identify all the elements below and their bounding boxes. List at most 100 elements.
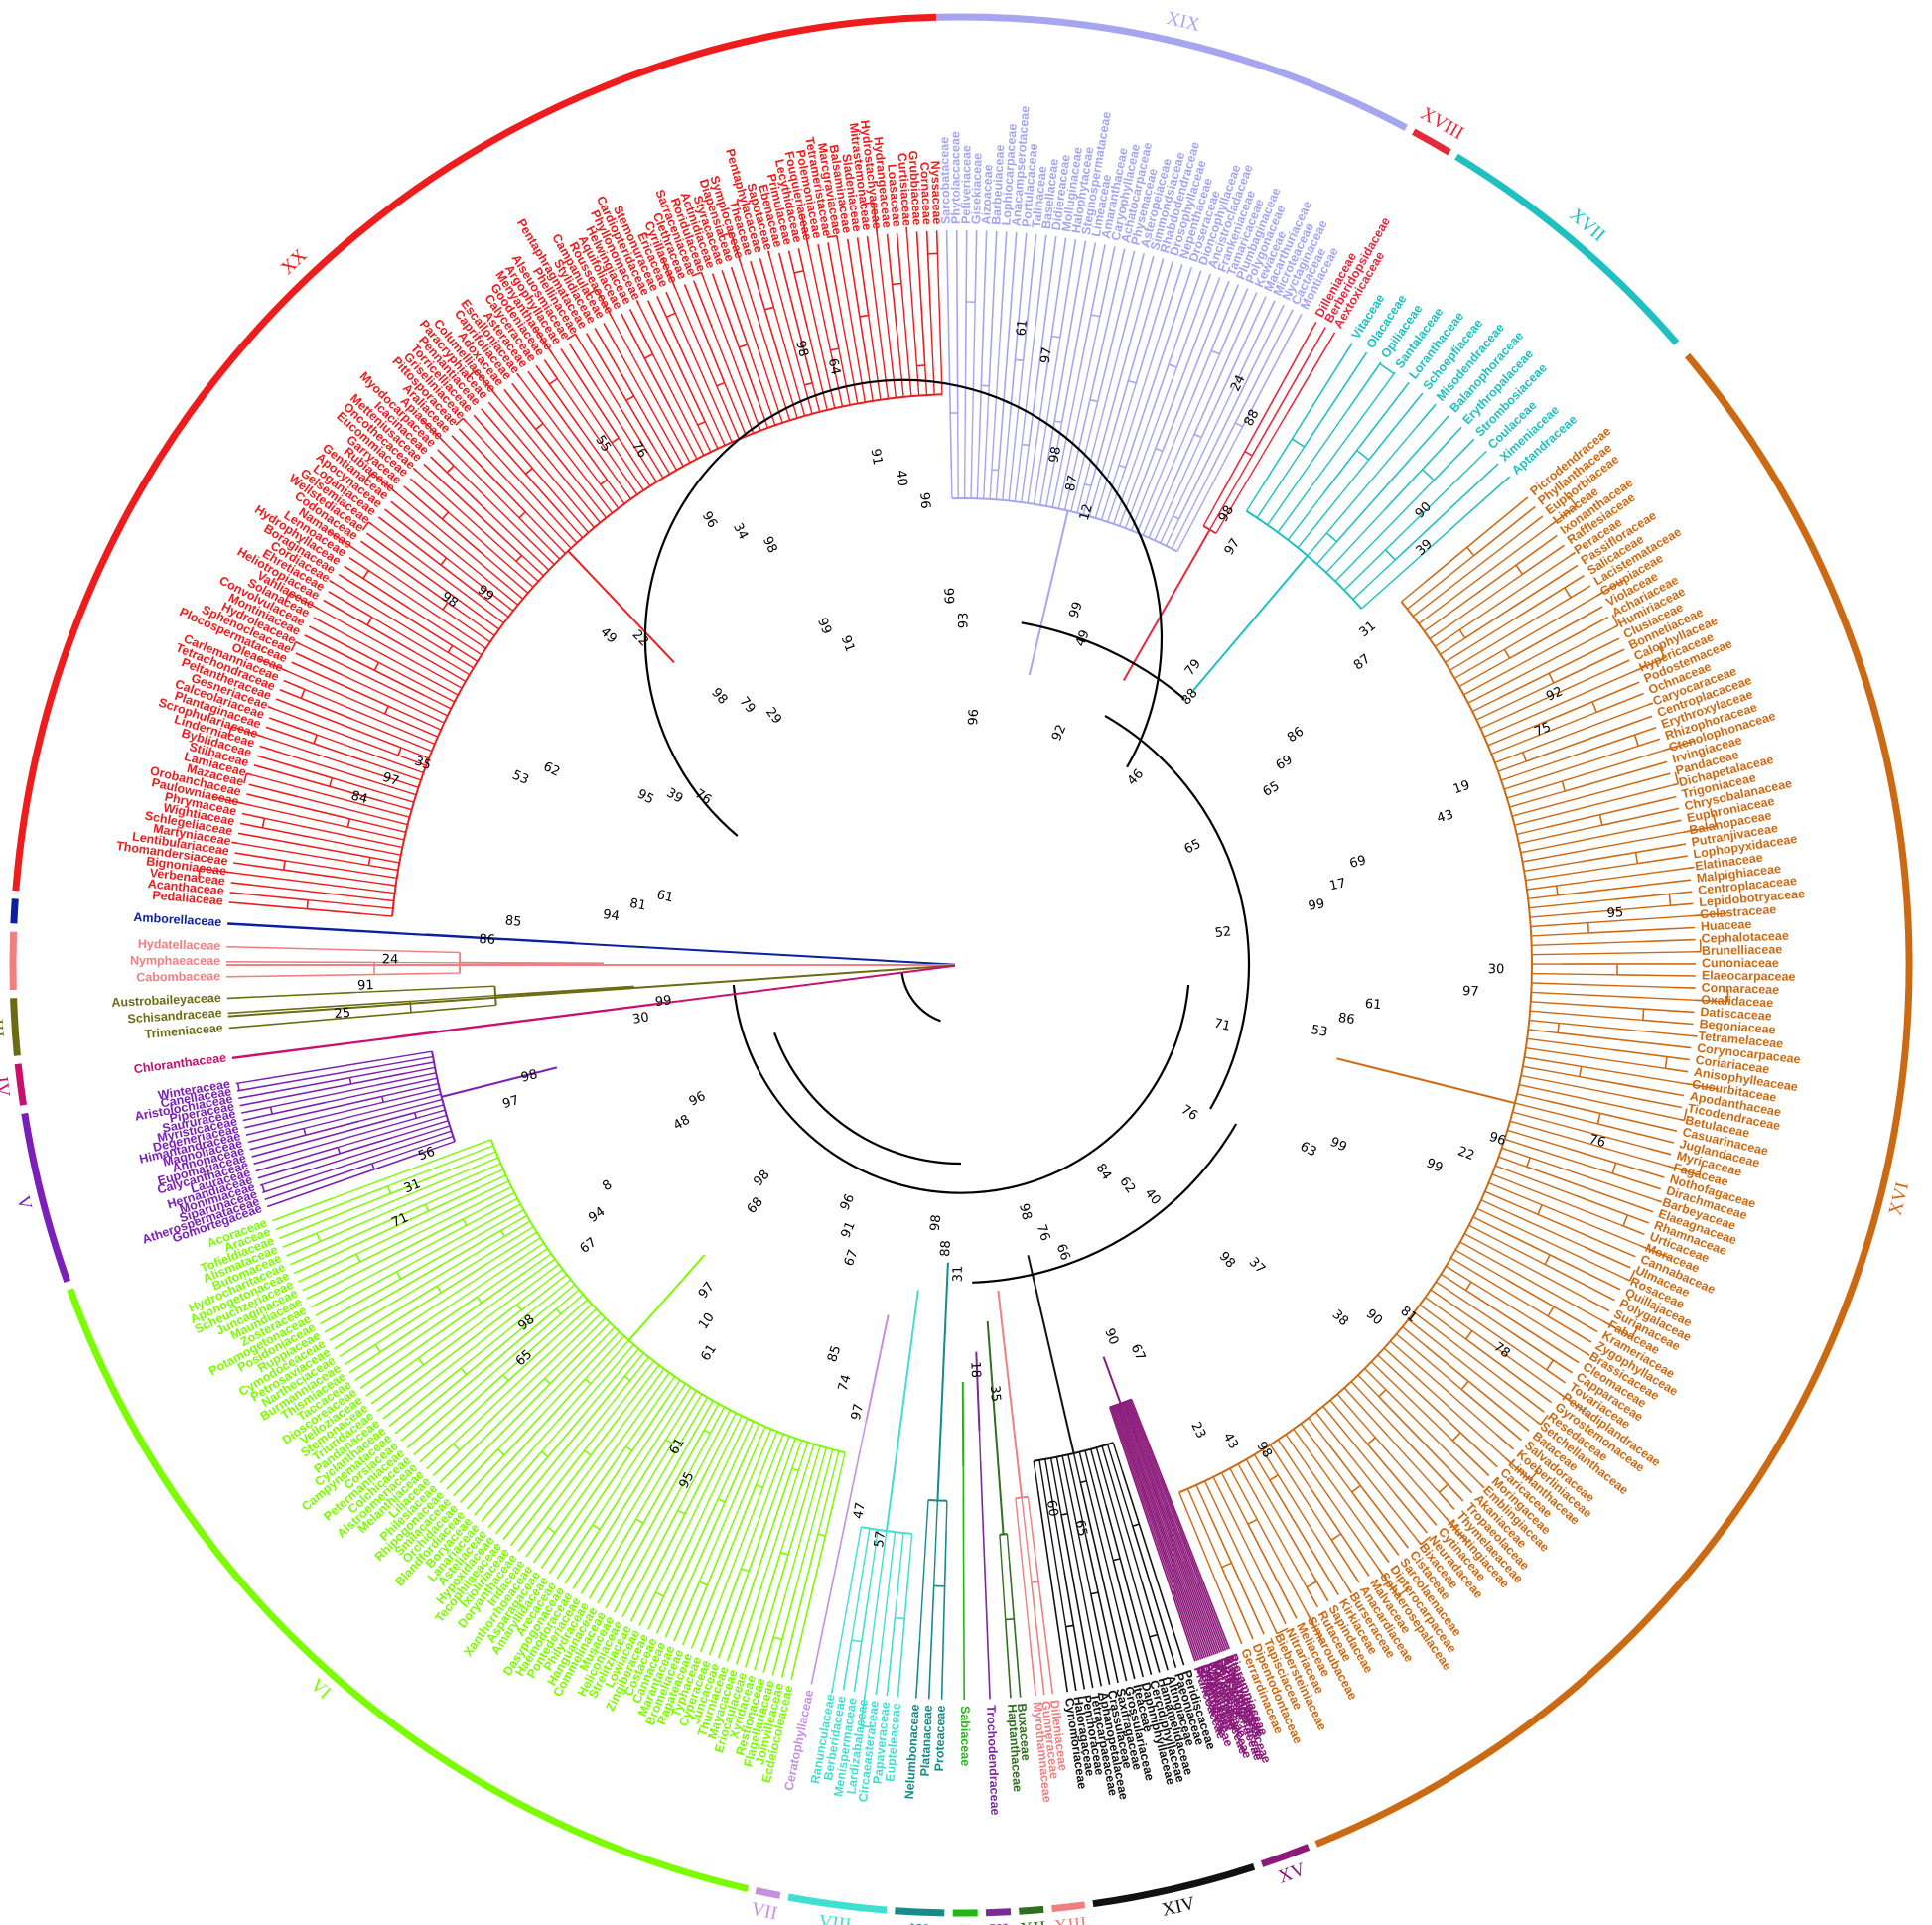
internal-branch <box>387 1145 494 1187</box>
tip-branch <box>647 1546 689 1630</box>
group-arc-i <box>10 898 19 924</box>
tip-branch <box>344 1343 376 1366</box>
tip-branch <box>511 382 544 425</box>
internal-branch <box>1130 451 1164 531</box>
internal-branch <box>811 382 821 413</box>
internal-branch <box>541 1331 621 1416</box>
internal-branch <box>1527 1037 1612 1051</box>
internal-branch <box>295 641 449 717</box>
internal-branch <box>378 661 456 703</box>
internal-branch <box>957 412 959 499</box>
sub-clade-arc <box>600 479 608 485</box>
tip-branch <box>1064 1626 1077 1692</box>
internal-branch <box>1315 541 1337 565</box>
tip-branch <box>1028 236 1057 446</box>
tip-branch <box>945 230 953 470</box>
tip-branch <box>560 347 620 439</box>
tip-branch <box>754 1501 805 1671</box>
sub-clade-arc <box>1269 1474 1279 1481</box>
sub-clade-arc <box>496 1448 505 1456</box>
tip-branch <box>459 1414 543 1503</box>
tip-branch <box>1160 1478 1229 1650</box>
sub-clade-arc <box>665 312 676 319</box>
sub-clade-arc <box>502 1374 509 1382</box>
internal-branch <box>1500 752 1583 781</box>
sub-clade-arc <box>1155 447 1164 453</box>
sub-clade-arc <box>424 1203 430 1212</box>
tip-branch <box>1378 1396 1473 1494</box>
support-value: 40 <box>893 470 909 487</box>
sub-clade-arc <box>1596 1113 1601 1125</box>
internal-branch <box>492 465 572 549</box>
tip-branch <box>272 1197 334 1222</box>
clade-stem <box>885 1290 919 1532</box>
internal-branch <box>1524 861 1582 872</box>
sub-clade-arc <box>1247 1518 1258 1525</box>
sub-clade-arc <box>417 1357 425 1366</box>
internal-branch <box>1076 348 1120 513</box>
group-label: V <box>12 1193 36 1212</box>
sub-clade-arc <box>1726 989 1729 1002</box>
internal-branch <box>908 1533 913 1564</box>
sub-clade-arc <box>1561 780 1567 792</box>
internal-branch <box>414 1104 444 1114</box>
sub-clade-arc <box>1568 495 1578 507</box>
internal-branch <box>448 511 534 588</box>
group-label: XIX <box>1165 8 1202 36</box>
internal-branch <box>859 1422 867 1451</box>
internal-branch <box>453 465 555 566</box>
internal-branch <box>1509 1120 1700 1176</box>
internal-branch <box>700 272 761 431</box>
tip-branch <box>1165 1507 1221 1653</box>
tip-branch <box>1112 1560 1144 1678</box>
tip-branch <box>964 229 968 358</box>
tip-branch <box>1637 855 1688 865</box>
tip-branch <box>1473 505 1536 557</box>
sub-clade-arc <box>1464 1330 1473 1340</box>
group-arc-iii <box>10 998 21 1056</box>
internal-branch <box>711 327 755 434</box>
tip-branch <box>1059 238 1077 338</box>
internal-branch <box>1142 353 1221 536</box>
tip-branch <box>236 1080 295 1092</box>
tip-branch <box>1090 1593 1111 1685</box>
tip-branch <box>1544 1263 1615 1302</box>
support-value: 90 <box>1363 1306 1385 1328</box>
support-value: 23 <box>1187 1420 1208 1442</box>
tip-branch <box>1505 1278 1598 1333</box>
tip-branch <box>1613 891 1693 900</box>
internal-branch <box>831 1526 863 1694</box>
tip-branch <box>228 1007 467 1030</box>
internal-branch <box>498 1312 602 1413</box>
sub-clade-arc <box>1564 587 1572 599</box>
sub-clade-arc <box>313 734 318 745</box>
tip-branch <box>1597 1123 1675 1144</box>
tip-branch <box>1112 258 1165 435</box>
internal-branch <box>282 1109 446 1157</box>
sub-clade-arc <box>1193 433 1202 439</box>
tip-branch <box>226 991 354 1000</box>
taxon-label: Barbeuiaceae <box>989 144 1007 225</box>
tip-branch <box>315 1271 397 1316</box>
group-label: XIV <box>1160 1893 1197 1921</box>
tip-branch <box>978 230 988 442</box>
sub-clade-arc <box>1537 1204 1543 1215</box>
tip-branch <box>1173 1592 1198 1662</box>
internal-branch <box>411 1274 568 1397</box>
sub-clade-arc <box>1351 1484 1361 1493</box>
sub-clade-arc <box>366 617 373 626</box>
clade-stem <box>1336 1057 1516 1105</box>
tip-branch <box>1672 986 1696 989</box>
tip-branch <box>266 1150 427 1208</box>
tip-branch <box>1189 284 1240 403</box>
internal-branch <box>584 1335 625 1380</box>
support-value: 97 <box>849 1402 867 1421</box>
sub-clade-arc <box>1132 1523 1140 1527</box>
tip-branch <box>1581 843 1687 863</box>
tip-branch <box>283 679 306 691</box>
tip-branch <box>1330 1539 1360 1583</box>
internal-branch <box>1467 624 1619 704</box>
group-label: I <box>0 906 4 914</box>
sub-clade-arc <box>446 465 455 474</box>
tip-branch <box>621 1510 679 1618</box>
